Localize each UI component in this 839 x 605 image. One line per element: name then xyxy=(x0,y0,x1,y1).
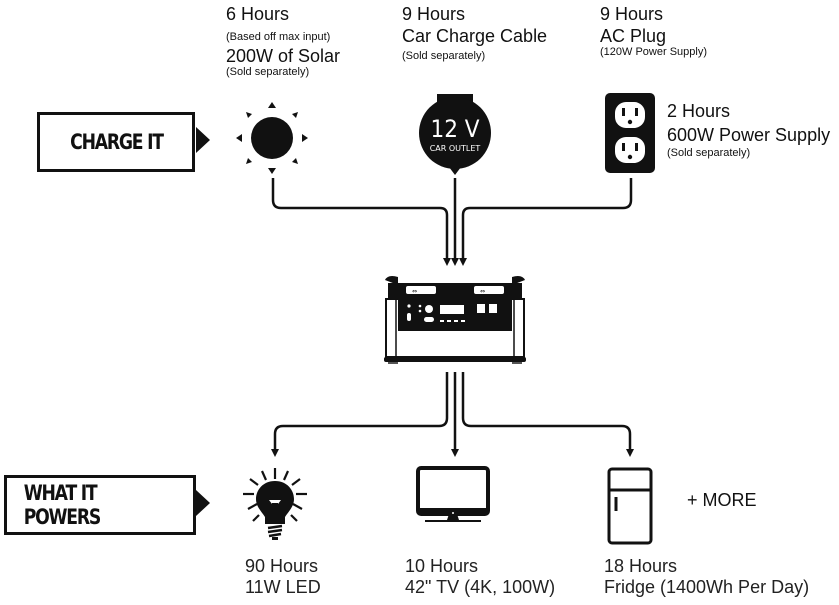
tv-name: 42" TV (4K, 100W) xyxy=(405,577,556,597)
fridge-name: Fridge (1400Wh Per Day) xyxy=(604,577,810,597)
ac-name: AC Plug xyxy=(600,26,667,46)
solar-note: (Sold separately) xyxy=(226,66,310,78)
ac-alt-name: 600W Power Supply xyxy=(667,125,831,145)
bulb-connector xyxy=(271,372,449,457)
car-outlet-icon: 12 V CAR OUTLET xyxy=(419,94,491,175)
fridge-hours: 18 Hours xyxy=(604,556,678,576)
charge-it-arrow-icon xyxy=(196,127,210,153)
what-it-powers-label: WHAT IT POWERS xyxy=(4,475,196,535)
sun-icon xyxy=(236,102,308,174)
tv-hours: 10 Hours xyxy=(405,556,479,576)
ac-note: (120W Power Supply) xyxy=(600,46,707,58)
charge-it-text: CHARGE IT xyxy=(69,130,164,154)
what-it-powers-arrow-icon xyxy=(196,490,210,516)
more-label: + MORE xyxy=(687,490,757,510)
car-hours: 9 Hours xyxy=(402,4,466,24)
solar-name: 200W of Solar xyxy=(226,46,341,66)
ac-connector xyxy=(459,178,633,266)
fridge-connector xyxy=(461,372,634,457)
bulb-hours: 90 Hours xyxy=(245,556,319,576)
what-it-powers-text: WHAT IT POWERS xyxy=(23,481,102,529)
solar-note-above: (Based off max input) xyxy=(226,31,331,43)
power-connectors xyxy=(271,372,634,457)
solar-connector xyxy=(271,178,451,266)
light-bulb-icon xyxy=(243,468,307,540)
car-note: (Sold separately) xyxy=(402,50,486,62)
bulb-item-info: 90 Hours 11W LED xyxy=(245,556,321,598)
car-outlet-caption: CAR OUTLET xyxy=(430,144,481,153)
ac-source-info: 9 Hours AC Plug (120W Power Supply) xyxy=(600,4,707,59)
car-outlet-voltage: 12 V xyxy=(430,115,479,143)
power-station-icon: ⇔ ⇔ xyxy=(384,276,526,364)
car-name: Car Charge Cable xyxy=(402,26,548,46)
ac-alt-note: (Sold separately) xyxy=(667,147,751,159)
tv-item-info: 10 Hours 42" TV (4K, 100W) xyxy=(405,556,555,598)
charge-it-label: CHARGE IT xyxy=(37,112,195,172)
bulb-name: 11W LED xyxy=(245,577,321,597)
ac-alt-source-info: 2 Hours 600W Power Supply (Sold separate… xyxy=(667,101,830,160)
svg-text:⇔: ⇔ xyxy=(412,288,417,295)
solar-hours: 6 Hours xyxy=(226,4,290,24)
car-source-info: 9 Hours Car Charge Cable (Sold separatel… xyxy=(402,4,547,63)
charge-connectors xyxy=(271,178,633,266)
svg-text:⇔: ⇔ xyxy=(480,288,485,295)
fridge-item-info: 18 Hours Fridge (1400Wh Per Day) xyxy=(604,556,809,598)
wall-outlet-icon xyxy=(605,93,655,173)
ac-alt-hours: 2 Hours xyxy=(667,101,731,121)
fridge-icon xyxy=(607,467,653,545)
tv-icon xyxy=(416,466,490,522)
ac-hours: 9 Hours xyxy=(600,4,664,24)
solar-source-info: 6 Hours (Based off max input) 200W of So… xyxy=(226,4,340,79)
